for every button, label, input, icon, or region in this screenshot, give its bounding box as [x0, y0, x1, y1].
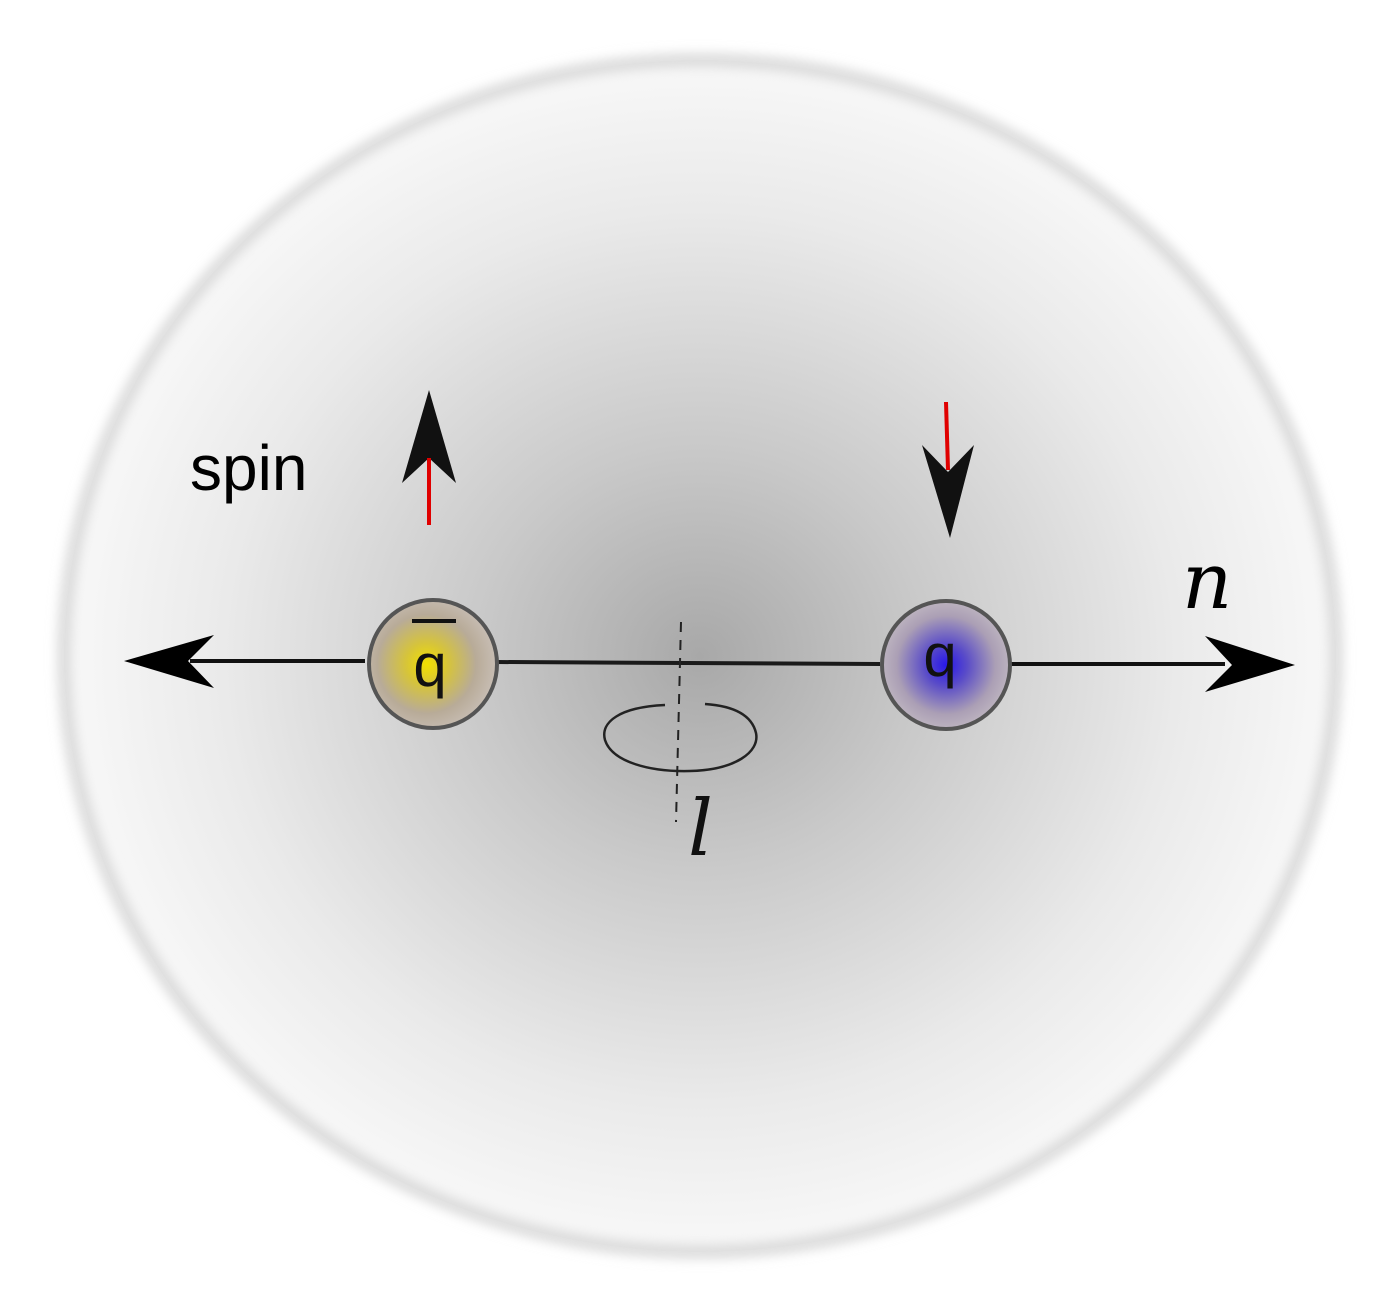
spin-up-arrow: [402, 390, 456, 525]
antiquark-particle: q: [367, 598, 499, 730]
axis-left-arrow: [124, 635, 365, 688]
rotation-ellipse: [603, 702, 758, 773]
axis-n-label: n: [1182, 537, 1232, 627]
orbital-axis-dashed: [675, 621, 682, 823]
quark-particle: q: [880, 599, 1012, 731]
axis-right-arrow: [1010, 636, 1295, 692]
quark-label: q: [923, 622, 956, 689]
spin-label: spin: [190, 432, 307, 504]
bond-line: [496, 660, 881, 666]
antiquark-label: q: [413, 632, 446, 699]
orbital-l-label: l: [688, 784, 713, 874]
spin-down-arrow: [922, 401, 974, 538]
meson-cloud: [58, 54, 1342, 1258]
